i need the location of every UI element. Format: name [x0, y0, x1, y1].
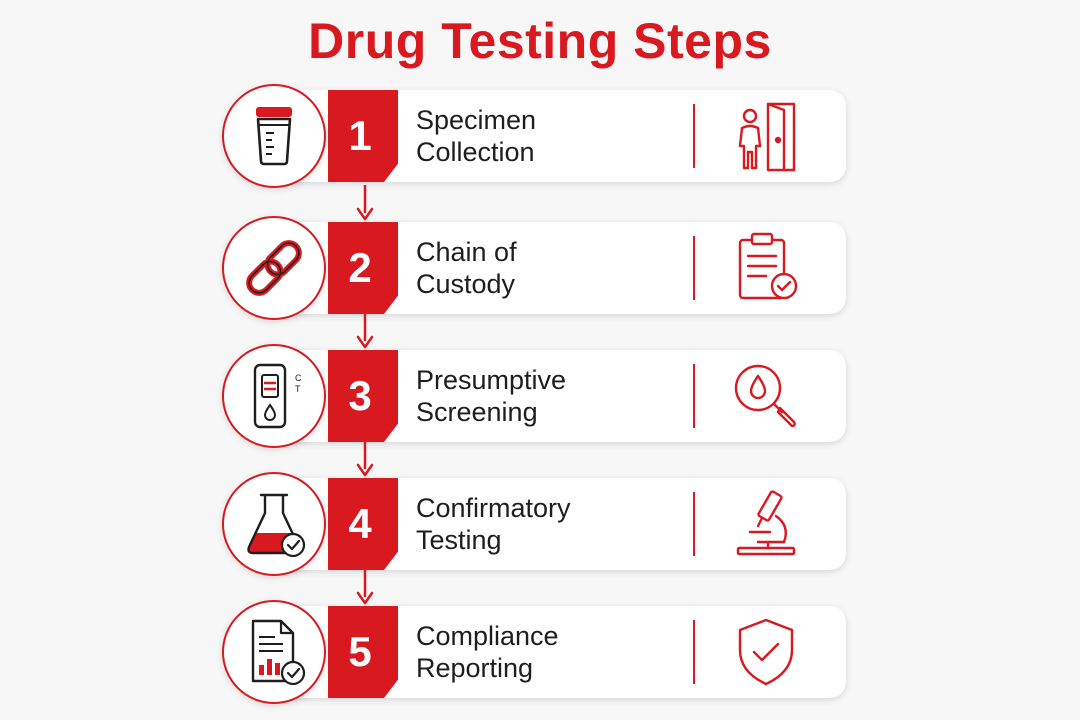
- step-icon-circle: [222, 472, 326, 576]
- divider: [693, 236, 695, 300]
- step-number-badge: 3: [328, 350, 398, 442]
- divider: [693, 104, 695, 168]
- test-mark: T: [295, 384, 301, 394]
- step-number-badge: 4: [328, 478, 398, 570]
- shield-check-icon: [728, 614, 804, 690]
- microscope-icon: [728, 486, 804, 562]
- down-arrow: [355, 183, 375, 223]
- control-mark: C: [295, 373, 302, 383]
- step-label-line2: Custody: [416, 269, 516, 299]
- step-icon-circle: [222, 216, 326, 320]
- step-label-line2: Screening: [416, 397, 538, 427]
- step-label-line1: Confirmatory: [416, 493, 571, 523]
- chain-link-icon: [239, 233, 309, 303]
- person-door-icon: [728, 98, 804, 174]
- down-arrow: [355, 439, 375, 479]
- step-label-line1: Specimen: [416, 105, 537, 135]
- down-arrow: [355, 311, 375, 351]
- step-label-line2: Reporting: [416, 653, 534, 683]
- down-arrow: [355, 567, 375, 607]
- flask-check-icon: [239, 489, 309, 559]
- step-number-badge: 1: [328, 90, 398, 182]
- step-number-badge: 5: [328, 606, 398, 698]
- step-icon-circle: C T: [222, 344, 326, 448]
- step-number-badge: 2: [328, 222, 398, 314]
- clipboard-check-icon: [728, 230, 804, 306]
- specimen-cup-icon: [239, 101, 309, 171]
- test-strip-icon: C T: [239, 361, 309, 431]
- step-label-line2: Testing: [416, 525, 502, 555]
- step-label-line1: Chain of: [416, 237, 517, 267]
- step-label-line2: Collection: [416, 137, 535, 167]
- divider: [693, 364, 695, 428]
- page-title: Drug Testing Steps: [308, 13, 772, 69]
- step-label-line1: Presumptive: [416, 365, 567, 395]
- divider: [693, 492, 695, 556]
- step-label-line1: Compliance: [416, 621, 559, 651]
- step-icon-circle: [222, 600, 326, 704]
- magnifier-drop-icon: [728, 358, 804, 434]
- report-check-icon: [239, 617, 309, 687]
- step-icon-circle: [222, 84, 326, 188]
- divider: [693, 620, 695, 684]
